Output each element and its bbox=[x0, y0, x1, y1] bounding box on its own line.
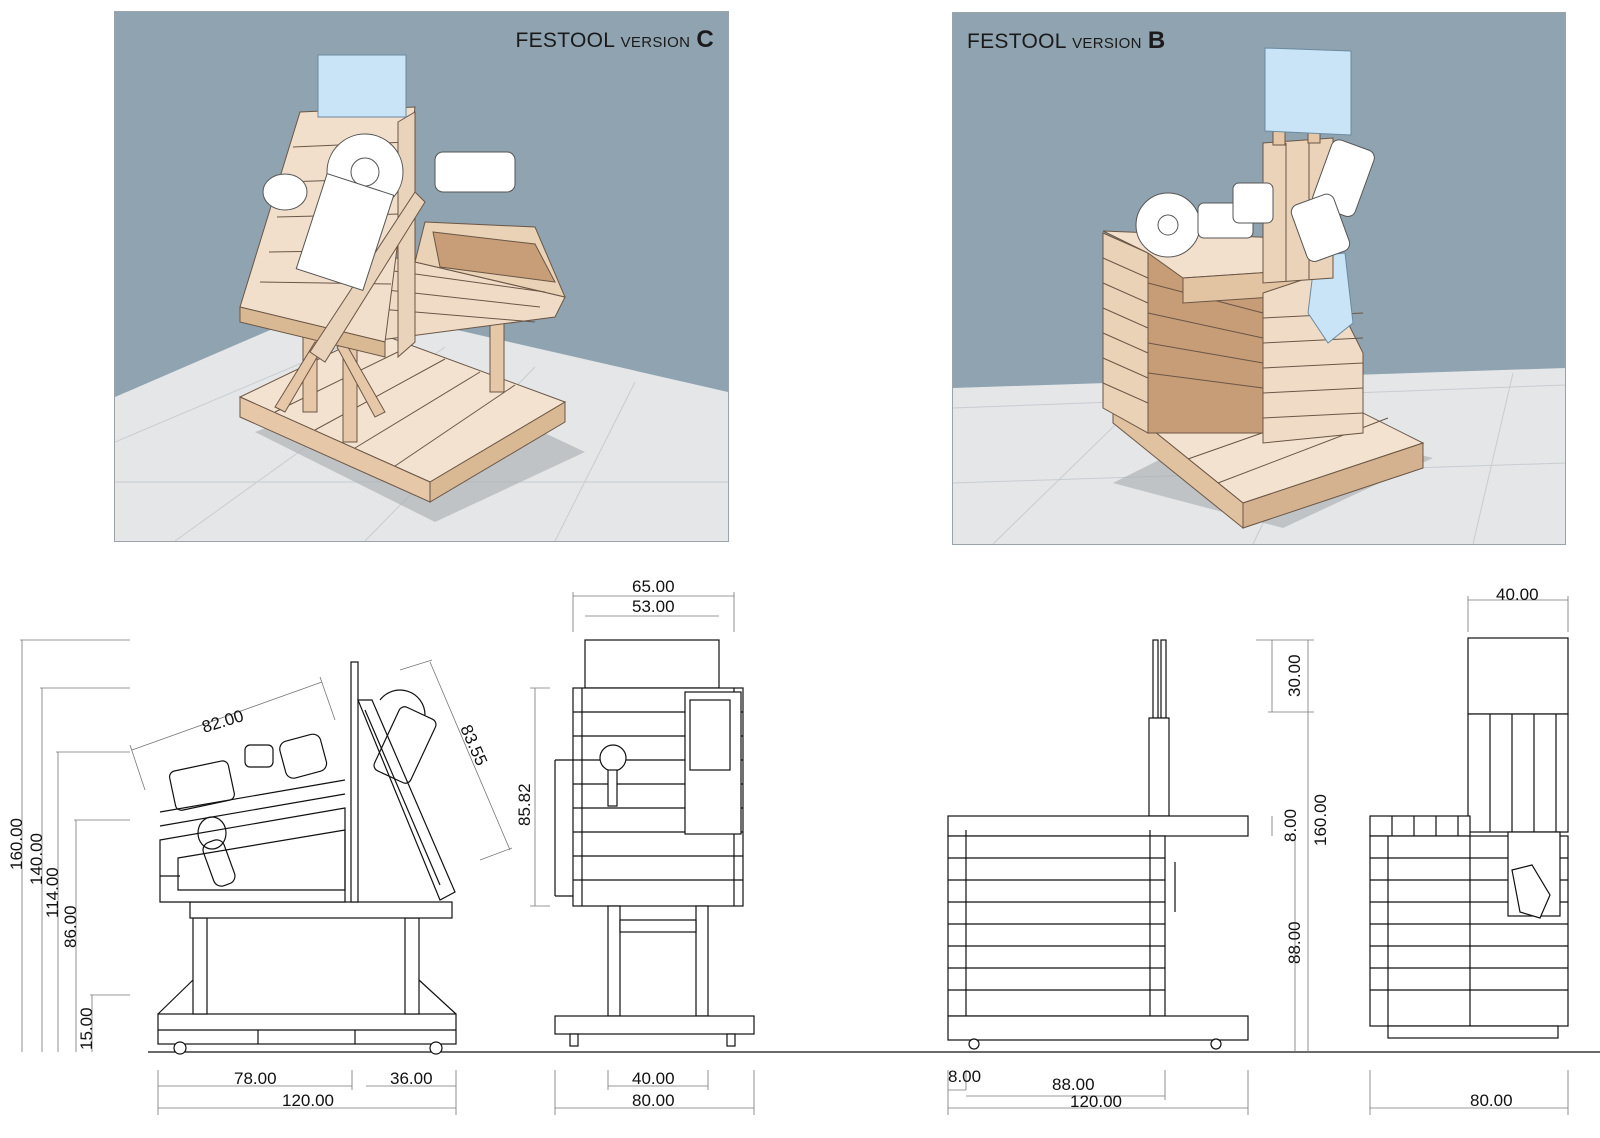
dim-b-120: 120.00 bbox=[1070, 1092, 1122, 1111]
version-b-front-elevation: 40.00 80.00 bbox=[1369, 585, 1569, 1115]
technical-drawings: 160.00 140.00 114.00 86.00 15.00 82.00 8… bbox=[7, 577, 1600, 1115]
version-c-render bbox=[115, 54, 728, 541]
dim-c-140: 140.00 bbox=[27, 833, 46, 885]
dim-c-120: 120.00 bbox=[282, 1091, 334, 1110]
version-b-title: FESTOOL VERSION B bbox=[967, 27, 1166, 54]
dim-b-80: 80.00 bbox=[1470, 1091, 1513, 1110]
dim-c-65: 65.00 bbox=[632, 577, 675, 596]
sign-glass bbox=[317, 54, 407, 118]
dim-c-83-55: 83.55 bbox=[456, 722, 491, 769]
dim-c-78: 78.00 bbox=[234, 1069, 277, 1088]
dim-b-40: 40.00 bbox=[1496, 585, 1539, 604]
version-c-front-elevation: 65.00 53.00 85.82 40.00 80.00 bbox=[515, 577, 755, 1115]
dim-b-30: 30.00 bbox=[1285, 654, 1304, 697]
dim-c-85-82: 85.82 bbox=[515, 783, 534, 826]
dim-c-86: 86.00 bbox=[61, 905, 80, 948]
dim-b-88: 88.00 bbox=[1285, 921, 1304, 964]
version-c-side-elevation: 160.00 140.00 114.00 86.00 15.00 82.00 8… bbox=[7, 639, 513, 1115]
render-panel-version-c: FESTOOL VERSION C bbox=[114, 11, 729, 542]
sign-glass bbox=[1264, 47, 1352, 136]
dim-c-40: 40.00 bbox=[632, 1069, 675, 1088]
version-b-render bbox=[953, 47, 1565, 544]
version-b-side-elevation: 30.00 8.00 160.00 88.00 8.00 88.00 120.0… bbox=[947, 639, 1330, 1115]
dim-b-160: 160.00 bbox=[1311, 794, 1330, 846]
dim-c-82: 82.00 bbox=[200, 706, 246, 737]
dim-c-80: 80.00 bbox=[632, 1091, 675, 1110]
dim-b-8-width: 8.00 bbox=[948, 1067, 981, 1086]
dim-b-88-width: 88.00 bbox=[1052, 1075, 1095, 1094]
dim-c-160: 160.00 bbox=[7, 818, 26, 870]
dim-c-114: 114.00 bbox=[43, 867, 62, 918]
dim-b-8: 8.00 bbox=[1281, 809, 1300, 842]
dim-c-53: 53.00 bbox=[632, 597, 675, 616]
version-c-title: FESTOOL VERSION C bbox=[515, 26, 714, 53]
dim-c-36: 36.00 bbox=[390, 1069, 433, 1088]
dim-c-15: 15.00 bbox=[77, 1007, 96, 1050]
render-panel-version-b: FESTOOL VERSION B bbox=[952, 12, 1566, 545]
